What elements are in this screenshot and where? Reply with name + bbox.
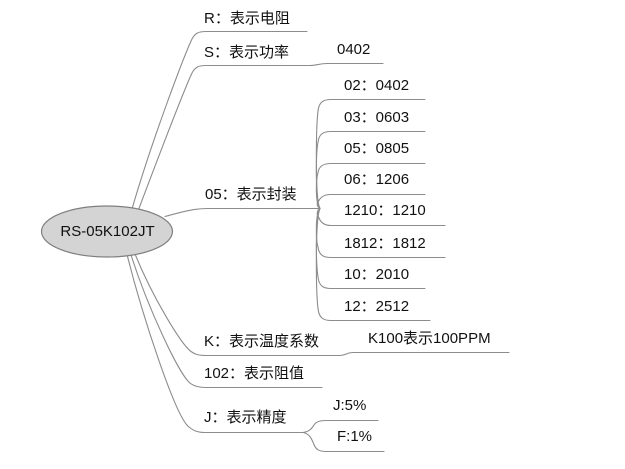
node-r[interactable]: R：表示电阻 [204,10,290,27]
branch-line-k [134,253,341,357]
node-j5[interactable]: J:5% [333,397,367,414]
node-05[interactable]: 05：表示封装 [205,186,297,203]
child-line-0402 [309,62,384,67]
node-02-0402[interactable]: 02：0402 [344,77,410,94]
node-1812-1812[interactable]: 1812：1812 [344,235,426,252]
node-k100[interactable]: K100表示100PPM [368,330,491,347]
node-03-0603[interactable]: 03：0603 [344,109,410,126]
node-06-1206[interactable]: 06：1206 [344,171,410,188]
child-line-k100 [339,351,510,357]
node-12-2512[interactable]: 12：2512 [344,298,410,315]
child-line-j5 [302,419,379,434]
node-j[interactable]: J：表示精度 [204,409,287,426]
branch-line-j [126,253,304,434]
branch-line-r [131,30,308,210]
node-05-0805[interactable]: 05：0805 [344,140,410,157]
child-line-12 [315,207,431,322]
root-node-ellipse[interactable] [40,205,174,258]
node-k[interactable]: K：表示温度系数 [204,333,320,350]
child-line-03 [315,130,426,210]
root-node-label[interactable]: RS-05K102JT [60,223,155,240]
branch-line-05 [164,207,321,218]
node-f1[interactable]: F:1% [337,428,373,445]
child-line-f1 [302,431,385,453]
branch-line-102 [130,254,323,389]
child-line-05 [315,162,426,210]
node-1210-1210[interactable]: 1210：1210 [344,202,426,219]
node-0402[interactable]: 0402 [337,41,371,58]
branch-line-s [137,64,311,212]
child-line-1210 [316,207,446,227]
node-102[interactable]: 102：表示阻值 [204,365,305,382]
node-s[interactable]: S：表示功率 [204,44,290,61]
node-10-2010[interactable]: 10：2010 [344,266,410,283]
child-line-06 [316,193,426,210]
